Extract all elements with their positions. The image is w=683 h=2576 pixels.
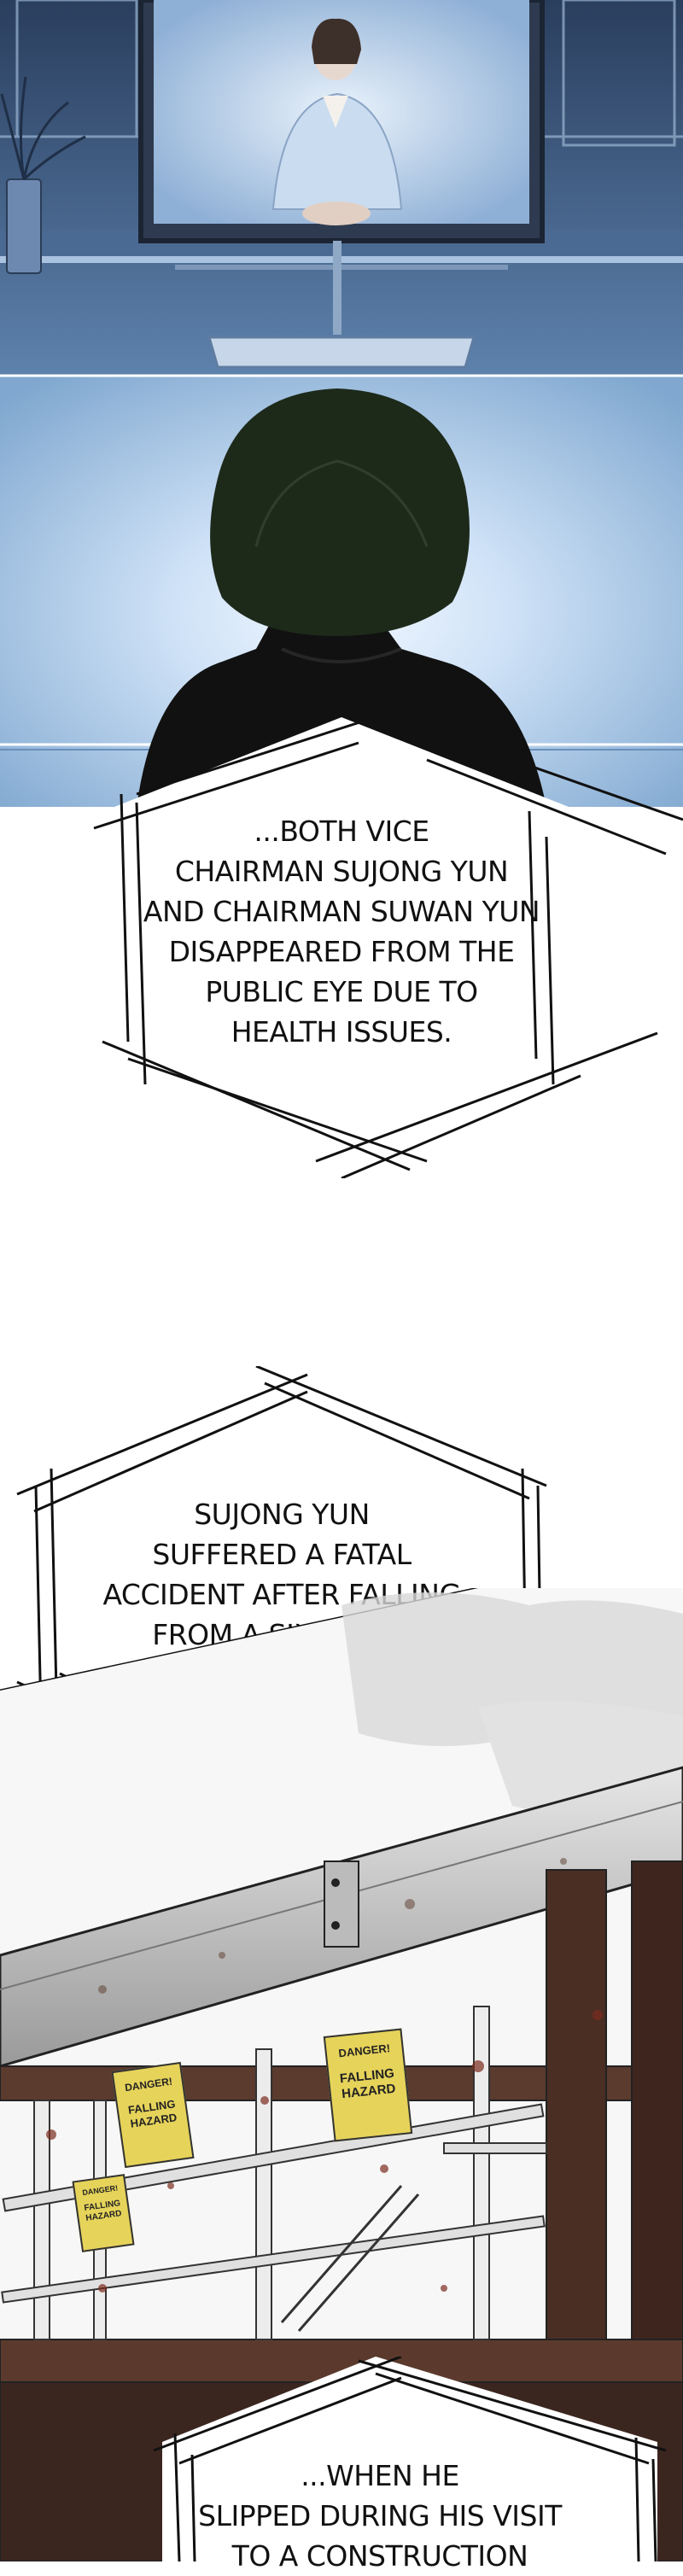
caption-box-3 bbox=[0, 2355, 683, 2562]
danger-sign-title: DANGER! bbox=[124, 2075, 173, 2094]
woman-silhouette bbox=[137, 388, 546, 807]
caption-text-1: ...BOTH VICE CHAIRMAN SUJONG YUN AND CHA… bbox=[0, 811, 683, 1052]
caption-line: DISAPPEARED FROM THE bbox=[168, 935, 515, 968]
danger-sign-text: FALLING HAZARD bbox=[127, 2097, 178, 2130]
television bbox=[138, 0, 545, 369]
caption-text-3: ...WHEN HE SLIPPED DURING HIS VISIT TO A… bbox=[77, 2456, 683, 2576]
danger-sign: DANGER! FALLING HAZARD bbox=[323, 2028, 413, 2142]
tv-scene-panel bbox=[0, 0, 683, 807]
caption-line: SUFFERED A FATAL bbox=[152, 1538, 412, 1571]
caption-line: ...BOTH VICE bbox=[254, 815, 429, 848]
danger-sign: DANGER! FALLING HAZARD bbox=[111, 2061, 195, 2169]
plant-pot bbox=[6, 178, 42, 274]
caption-line: ...WHEN HE bbox=[301, 2459, 459, 2492]
danger-sign: DANGER! FALLING HAZARD bbox=[72, 2174, 135, 2252]
caption-line: CHAIRMAN SUJONG YUN bbox=[174, 855, 509, 888]
danger-sign-text: FALLING HAZARD bbox=[339, 2065, 397, 2102]
caption-line: SLIPPED DURING HIS VISIT bbox=[198, 2499, 562, 2532]
danger-sign-title: DANGER! bbox=[337, 2042, 391, 2060]
danger-sign-text: FALLING HAZARD bbox=[83, 2199, 123, 2223]
caption-box-1 bbox=[0, 707, 683, 1180]
danger-sign-title: DANGER! bbox=[81, 2183, 119, 2198]
caption-line: SUJONG YUN bbox=[194, 1498, 370, 1531]
caption-line: TO A CONSTRUCTION bbox=[231, 2539, 528, 2573]
caption-line: PUBLIC EYE DUE TO bbox=[205, 975, 478, 1008]
caption-line: HEALTH ISSUES. bbox=[231, 1015, 452, 1049]
caption-line: AND CHAIRMAN SUWAN YUN bbox=[143, 895, 540, 928]
